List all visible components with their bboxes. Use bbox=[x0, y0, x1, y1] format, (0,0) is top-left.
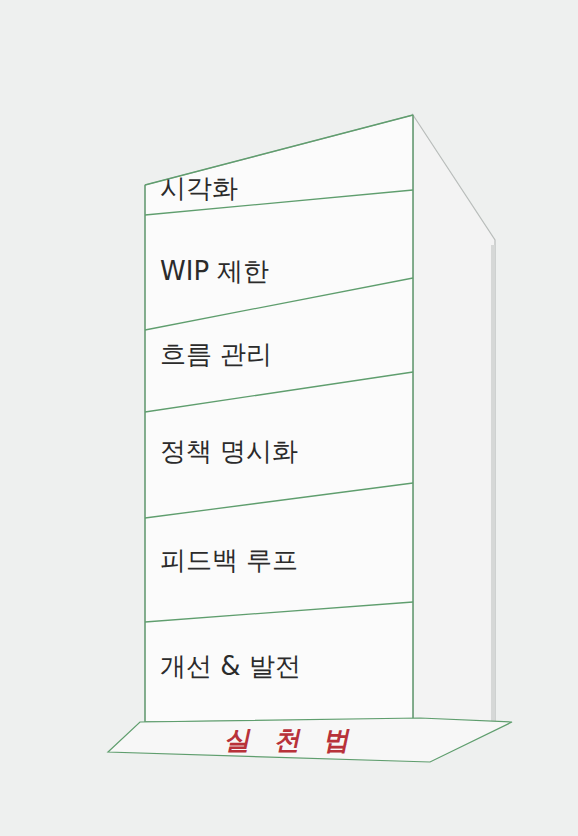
practice-band: 개선 & 발전 bbox=[160, 622, 400, 712]
base-slab-label: 실천법 bbox=[130, 722, 470, 758]
front-face bbox=[145, 115, 413, 722]
band-dividers bbox=[145, 115, 413, 722]
practice-band: WIP 제한 bbox=[160, 238, 400, 306]
band-label: 시각화 bbox=[160, 173, 238, 204]
practice-band: 흐름 관리 bbox=[160, 322, 400, 388]
practice-band: 정책 명시화 bbox=[160, 412, 400, 492]
band-label: 피드백 루프 bbox=[160, 545, 298, 576]
base-slab bbox=[108, 718, 512, 762]
practice-band: 피드백 루프 bbox=[160, 518, 400, 604]
side-shadow bbox=[491, 245, 495, 726]
band-label: 정책 명시화 bbox=[160, 436, 298, 467]
side-face bbox=[413, 115, 495, 728]
base-label: 실천법 bbox=[222, 723, 378, 758]
practice-band: 시각화 bbox=[160, 160, 400, 218]
band-label: 개선 & 발전 bbox=[160, 651, 301, 682]
band-label: 흐름 관리 bbox=[160, 339, 272, 370]
band-label: WIP 제한 bbox=[160, 256, 269, 287]
